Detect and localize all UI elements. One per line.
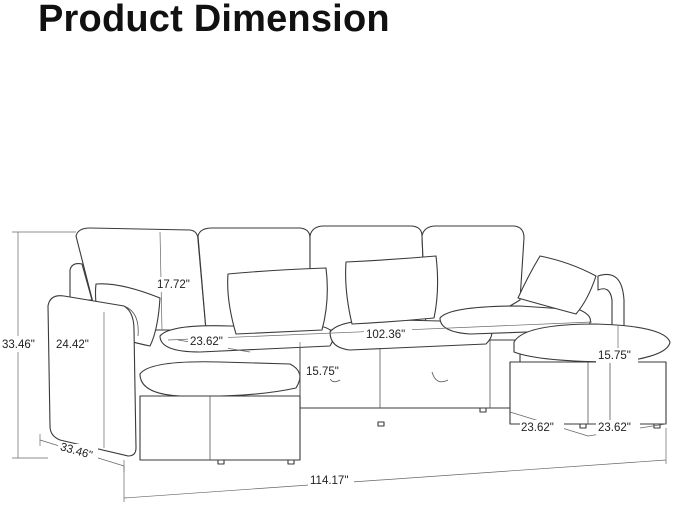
- ottoman-width-label: 23.62": [598, 422, 631, 434]
- sofa-drawing: [47, 225, 671, 465]
- overall-height-label: 33.46": [2, 339, 35, 351]
- seat-depth-label: 23.62": [190, 336, 223, 348]
- seat-width-label: 102.36": [366, 329, 405, 341]
- seat-height-label: 15.75": [306, 366, 339, 378]
- ottoman-height-label: 15.75": [598, 350, 631, 362]
- arm-height-label: 24.42": [56, 339, 89, 351]
- ottoman-depth-label: 23.62": [521, 422, 554, 434]
- page-title: Product Dimension: [38, 0, 390, 40]
- dimension-labels: 33.46" 24.42" 17.72" 23.62" 15.75" 102.3…: [0, 277, 640, 488]
- back-height-label: 17.72": [157, 279, 190, 291]
- overall-width-label: 114.17": [310, 475, 348, 487]
